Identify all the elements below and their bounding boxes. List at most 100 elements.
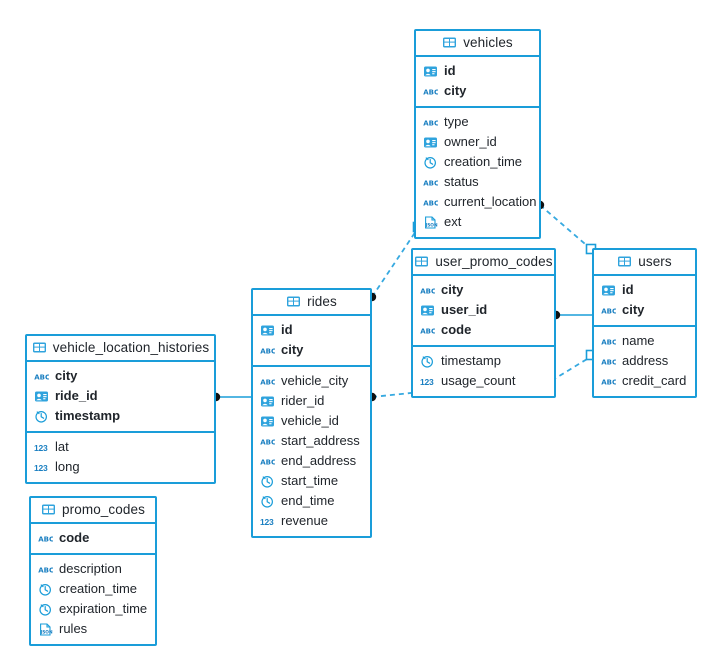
- column-row[interactable]: timestamp: [413, 351, 554, 371]
- column-row[interactable]: ABC code: [31, 528, 155, 548]
- column-name: city: [55, 368, 78, 383]
- column-row[interactable]: ABC city: [253, 340, 370, 360]
- column-row[interactable]: 123 long: [27, 457, 214, 477]
- column-row[interactable]: ABC type: [416, 112, 539, 132]
- json-icon: JSON: [38, 622, 53, 637]
- column-row[interactable]: end_time: [253, 491, 370, 511]
- primary-key-section: id ABC city: [416, 57, 539, 108]
- table-title: vehicles: [463, 35, 513, 50]
- column-row[interactable]: ABC address: [594, 351, 695, 371]
- svg-text:ABC: ABC: [423, 119, 438, 127]
- abc-icon: ABC: [601, 354, 616, 369]
- column-name: id: [622, 282, 634, 297]
- column-row[interactable]: ABC code: [413, 320, 554, 340]
- column-row[interactable]: ABC city: [594, 300, 695, 320]
- column-row[interactable]: ABC description: [31, 559, 155, 579]
- column-name: ride_id: [55, 388, 98, 403]
- table-icon: [414, 254, 429, 269]
- column-row[interactable]: expiration_time: [31, 599, 155, 619]
- column-row[interactable]: ride_id: [27, 386, 214, 406]
- column-name: lat: [55, 439, 69, 454]
- column-row[interactable]: ABC credit_card: [594, 371, 695, 391]
- key-icon: [420, 303, 435, 318]
- abc-icon: ABC: [423, 84, 438, 99]
- column-row[interactable]: creation_time: [416, 152, 539, 172]
- svg-text:ABC: ABC: [260, 347, 275, 355]
- column-row[interactable]: ABC end_address: [253, 451, 370, 471]
- column-row[interactable]: owner_id: [416, 132, 539, 152]
- column-row[interactable]: JSON ext: [416, 212, 539, 232]
- column-row[interactable]: timestamp: [27, 406, 214, 426]
- column-name: id: [444, 63, 456, 78]
- svg-text:ABC: ABC: [601, 338, 616, 346]
- table-icon: [442, 35, 457, 50]
- column-row[interactable]: ABC city: [413, 280, 554, 300]
- key-icon: [260, 414, 275, 429]
- svg-text:JSON: JSON: [40, 629, 53, 635]
- abc-icon: ABC: [38, 562, 53, 577]
- columns-section: ABC vehicle_city rider_id: [253, 367, 370, 536]
- column-row[interactable]: ABC city: [27, 366, 214, 386]
- column-row[interactable]: ABC vehicle_city: [253, 371, 370, 391]
- column-row[interactable]: rider_id: [253, 391, 370, 411]
- table-rides[interactable]: rides id ABC: [251, 288, 372, 538]
- column-row[interactable]: creation_time: [31, 579, 155, 599]
- key-icon: [423, 64, 438, 79]
- abc-icon: ABC: [423, 115, 438, 130]
- key-icon: [260, 323, 275, 338]
- column-name: vehicle_id: [281, 413, 339, 428]
- table-promo-codes[interactable]: promo_codes ABC code ABC description: [29, 496, 157, 646]
- column-name: timestamp: [441, 353, 501, 368]
- number-icon: 123: [34, 462, 48, 473]
- table-header-vehicles: vehicles: [416, 31, 539, 57]
- table-users[interactable]: users id ABC: [592, 248, 697, 398]
- abc-icon: ABC: [38, 531, 53, 546]
- column-row[interactable]: ABC city: [416, 81, 539, 101]
- column-name: ext: [444, 214, 462, 229]
- svg-text:ABC: ABC: [260, 378, 275, 386]
- columns-section: timestamp 123 usage_count: [413, 347, 554, 396]
- column-row[interactable]: ABC name: [594, 331, 695, 351]
- column-name: usage_count: [441, 373, 516, 388]
- svg-text:ABC: ABC: [601, 358, 616, 366]
- column-row[interactable]: 123 lat: [27, 437, 214, 457]
- number-icon: 123: [260, 516, 274, 527]
- column-row[interactable]: user_id: [413, 300, 554, 320]
- abc-icon: ABC: [601, 303, 616, 318]
- column-row[interactable]: 123 revenue: [253, 511, 370, 531]
- abc-icon: ABC: [420, 283, 435, 298]
- column-name: end_time: [281, 493, 335, 508]
- column-row[interactable]: ABC current_location: [416, 192, 539, 212]
- column-name: description: [59, 561, 122, 576]
- svg-text:ABC: ABC: [38, 535, 53, 543]
- edge-vehicle-location-histories-rides: [211, 392, 252, 402]
- column-row[interactable]: vehicle_id: [253, 411, 370, 431]
- table-header-users: users: [594, 250, 695, 276]
- edge-user-promo-codes-users: [551, 310, 593, 320]
- svg-text:JSON: JSON: [425, 222, 438, 228]
- table-vehicles[interactable]: vehicles id: [414, 29, 541, 239]
- column-row[interactable]: ABC start_address: [253, 431, 370, 451]
- column-row[interactable]: JSON rules: [31, 619, 155, 639]
- column-name: creation_time: [59, 581, 138, 596]
- column-name: status: [444, 174, 479, 189]
- columns-section: ABC description creation_time: [31, 555, 155, 644]
- column-row[interactable]: 123 usage_count: [413, 371, 554, 391]
- key-icon: [34, 389, 49, 404]
- column-name: end_address: [281, 453, 357, 468]
- abc-icon: ABC: [423, 175, 438, 190]
- column-name: expiration_time: [59, 601, 148, 616]
- column-row[interactable]: id: [416, 61, 539, 81]
- column-row[interactable]: ABC status: [416, 172, 539, 192]
- column-name: start_time: [281, 473, 339, 488]
- column-row[interactable]: start_time: [253, 471, 370, 491]
- column-name: code: [441, 322, 472, 337]
- column-name: user_id: [441, 302, 488, 317]
- column-row[interactable]: id: [253, 320, 370, 340]
- table-vehicle-location-histories[interactable]: vehicle_location_histories ABC city: [25, 334, 216, 484]
- svg-text:ABC: ABC: [38, 566, 53, 574]
- svg-text:ABC: ABC: [423, 179, 438, 187]
- column-row[interactable]: id: [594, 280, 695, 300]
- table-user-promo-codes[interactable]: user_promo_codes ABC city: [411, 248, 556, 398]
- svg-text:ABC: ABC: [601, 307, 616, 315]
